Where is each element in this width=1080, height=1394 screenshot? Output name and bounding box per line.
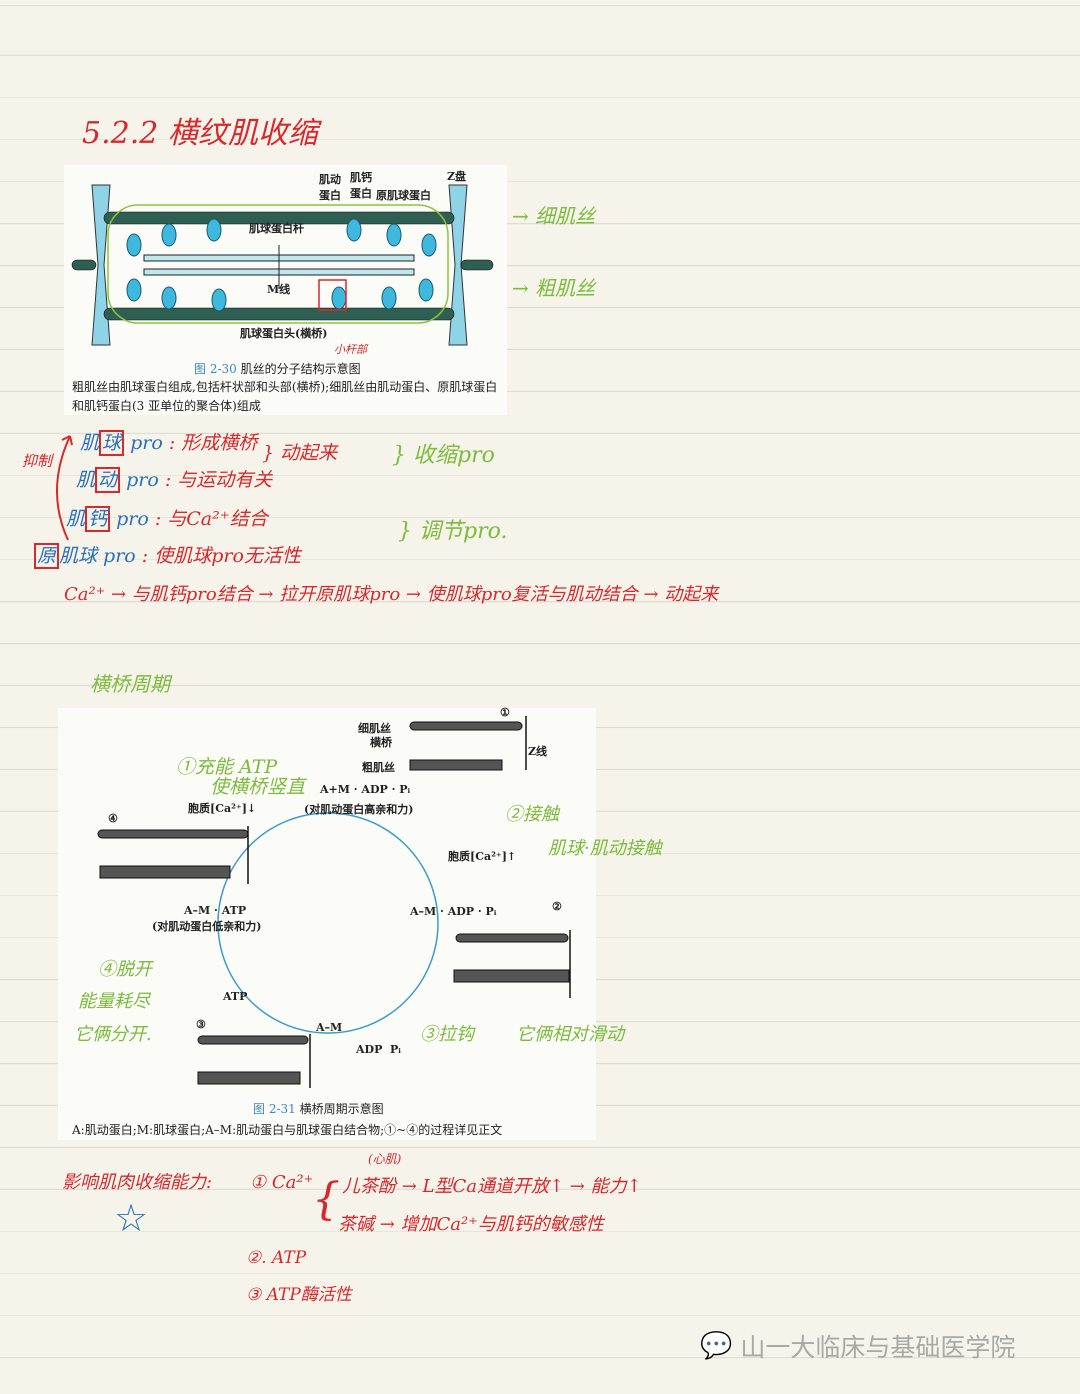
page-heading: 5.2.2 横纹肌收缩: [82, 116, 318, 151]
row-desc: : 与Ca²⁺结合: [154, 508, 268, 530]
row-desc: : 形成横桥: [168, 432, 258, 454]
label-crossbridge: 横桥: [370, 736, 392, 749]
label-ca-decrease: 胞质[Ca²⁺]↓: [188, 802, 257, 815]
row-suffix: pro: [110, 508, 149, 530]
label-actin: 肌动 蛋白: [319, 173, 341, 202]
factors-title: 影响肌肉收缩能力:: [62, 1172, 213, 1193]
label-atp: ATP: [223, 990, 248, 1003]
label-myosin-rod: 肌球蛋白杆: [249, 222, 304, 235]
protein-row-actin: 肌动 pro : 与运动有关: [76, 465, 273, 493]
note-thin-filament: → 细肌丝: [512, 204, 596, 228]
step-1-marker: ①: [500, 706, 510, 719]
figure1-title: 肌丝的分子结构示意图: [240, 362, 361, 376]
step-4-marker: ④: [108, 812, 118, 825]
row-prefix: 肌: [80, 432, 100, 454]
watermark: 💬 山一大临床与基础医学院: [700, 1328, 1015, 1364]
brace-regulatory: } 调节pro.: [398, 519, 508, 544]
protein-row-tropomyosin: 原肌球 pro : 使肌球pro无活性: [34, 541, 301, 569]
figure2-number: 图 2-31: [253, 1102, 296, 1116]
inhibit-arrow-icon: [56, 435, 73, 541]
watermark-text: 山一大临床与基础医学院: [740, 1333, 1016, 1362]
step-2-marker: ②: [552, 900, 562, 913]
note-step3a: ③拉钩: [420, 1024, 474, 1045]
note-cardiac: (心肌): [368, 1152, 402, 1166]
brace-move: } 动起来: [262, 442, 338, 464]
label-adp: ADP: [356, 1043, 383, 1056]
calcium-chain: Ca²⁺ → 与肌钙pro结合 → 拉开原肌球pro → 使肌球pro复活与肌动…: [64, 584, 719, 605]
section-crossbridge-title: 横桥周期: [90, 672, 170, 696]
factor-atp: ②. ATP: [246, 1248, 307, 1268]
row-suffix: pro: [120, 469, 159, 491]
note-step2a: ②接触: [505, 804, 559, 825]
row-boxed-char: 动: [95, 467, 121, 493]
brace-contractile: } 收缩pro: [392, 443, 495, 468]
label-troponin: 肌钙 蛋白: [350, 171, 372, 200]
figure2-caption-title: 图 2-31 横桥周期示意图: [253, 1100, 384, 1117]
protein-row-troponin: 肌钙 pro : 与Ca²⁺结合: [66, 504, 268, 532]
note-step2b: 肌球·肌动接触: [548, 838, 662, 859]
note-step1a: ①充能 ATP: [176, 756, 278, 778]
label-thin-filament: 细肌丝: [358, 722, 391, 735]
row-suffix: 肌球 pro: [59, 545, 136, 567]
figure2-title: 横桥周期示意图: [299, 1102, 384, 1116]
wechat-icon: 💬: [700, 1331, 733, 1361]
factor-line-catecholamine: 儿茶酚 → L型Ca通道开放↑ → 能力↑: [342, 1176, 642, 1197]
row-boxed-char: 钙: [85, 506, 111, 532]
step-3-marker: ③: [196, 1018, 206, 1031]
label-myosin-head: 肌球蛋白头(横桥): [240, 327, 328, 340]
factor-line-theophylline: 茶碱 → 增加Ca²⁺与肌钙的敏感性: [338, 1214, 604, 1235]
annotation-small-rod: 小杆部: [334, 343, 367, 356]
state-top-sub: (对肌动蛋白高亲和力): [304, 803, 414, 816]
brace-calcium: {: [312, 1174, 340, 1225]
figure-myofilament: 肌动 蛋白 肌钙 蛋白 原肌球蛋白 Z盘 肌球蛋白杆 M线 肌球蛋白头(横桥) …: [64, 165, 507, 415]
label-z-disc: Z盘: [447, 170, 467, 183]
star-icon: ☆: [114, 1196, 149, 1240]
label-pi: Pᵢ: [390, 1043, 401, 1056]
label-ca-increase: 胞质[Ca²⁺]↑: [448, 850, 517, 863]
row-prefix: 肌: [76, 469, 96, 491]
state-left: A–M · ATP: [184, 904, 247, 917]
label-tropomyosin: 原肌球蛋白: [376, 189, 431, 202]
label-m-line: M线: [267, 283, 291, 296]
row-boxed-char: 原: [34, 543, 60, 569]
state-left-sub: (对肌动蛋白低亲和力): [152, 920, 262, 933]
crossbridge-cycle-diagram: [97, 716, 571, 1088]
factor-atpase: ③ ATP酶活性: [246, 1285, 352, 1305]
row-prefix: 肌: [66, 508, 86, 530]
figure-crossbridge-cycle: 细肌丝 横桥 粗肌丝 Z线 ① ② ③ ④ A+M · ADP · Pᵢ (对肌…: [58, 706, 596, 1140]
myofilament-diagram: [71, 184, 494, 346]
state-right: A–M · ADP · Pᵢ: [410, 905, 497, 918]
label-thick-filament: 粗肌丝: [362, 761, 395, 774]
state-bottom: A–M: [316, 1021, 343, 1034]
note-step4c: 它俩分开.: [74, 1024, 152, 1045]
state-top: A+M · ADP · Pᵢ: [320, 783, 411, 796]
row-desc: : 与运动有关: [164, 469, 273, 491]
note-thick-filament: → 粗肌丝: [512, 276, 596, 300]
figure1-number: 图 2-30: [194, 362, 237, 376]
note-step4b: 能量耗尽: [78, 991, 150, 1012]
protein-row-myosin: 肌球 pro : 形成横桥: [80, 428, 258, 456]
figure1-caption-title: 图 2-30 肌丝的分子结构示意图: [194, 360, 361, 377]
note-step1b: 使横桥竖直: [210, 776, 306, 798]
note-inhibit: 抑制: [22, 452, 53, 470]
row-desc: : 使肌球pro无活性: [141, 545, 301, 567]
label-z-line: Z线: [528, 745, 548, 758]
note-step4a: ④脱开: [98, 959, 152, 980]
figure1-caption-text: 粗肌丝由肌球蛋白组成,包括杆状部和头部(横桥);细肌丝由肌动蛋白、原肌球蛋白和肌…: [72, 380, 498, 413]
row-boxed-char: 球: [99, 430, 125, 456]
figure2-caption-text: A:肌动蛋白;M:肌球蛋白;A–M:肌动蛋白与肌球蛋白结合物;①~④的过程详见正…: [72, 1123, 503, 1137]
row-suffix: pro: [124, 432, 163, 454]
note-step3b: 它俩相对滑动: [516, 1024, 624, 1045]
factor-calcium: ① Ca²⁺: [250, 1172, 314, 1193]
